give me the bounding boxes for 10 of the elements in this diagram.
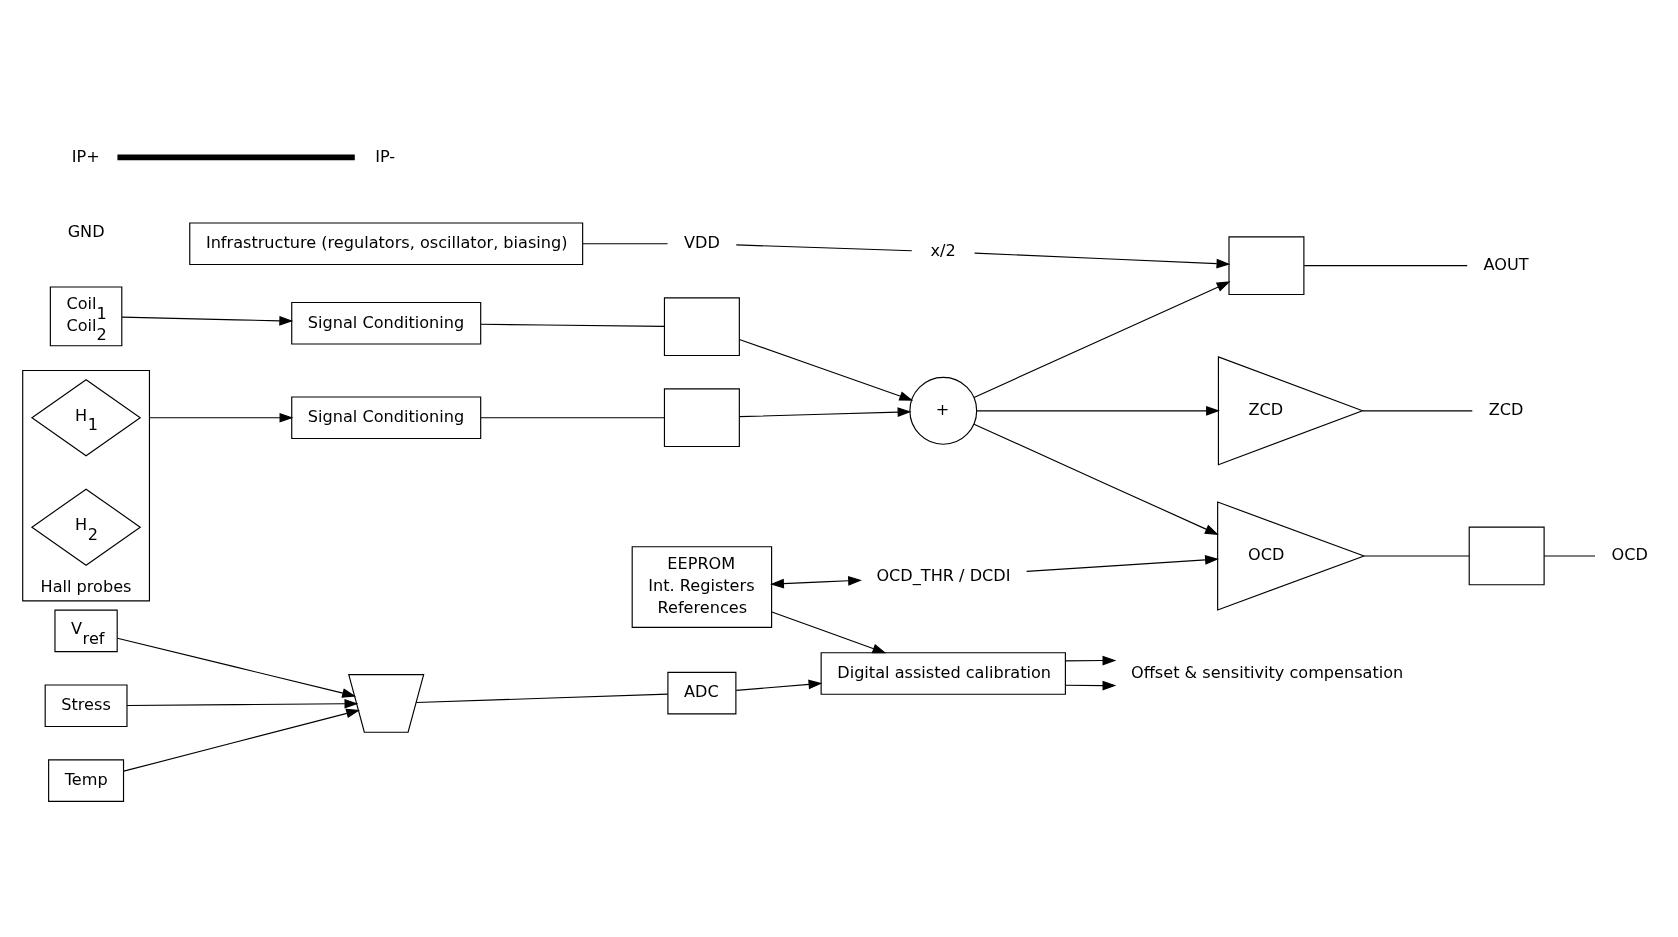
node-text: IP-: [375, 146, 396, 166]
node-text: ZCD: [1488, 399, 1524, 419]
node-text: OCD_THR / DCDI: [876, 565, 1011, 585]
node-text: Offset & sensitivity compensation: [1131, 662, 1404, 682]
node-text: IP+: [71, 146, 100, 166]
node-text: OCD: [1611, 544, 1648, 564]
node-text: VDD: [684, 232, 720, 252]
node-text: x/2: [930, 240, 956, 260]
node-text: AOUT: [1483, 254, 1529, 274]
node-text: GND: [67, 221, 105, 240]
